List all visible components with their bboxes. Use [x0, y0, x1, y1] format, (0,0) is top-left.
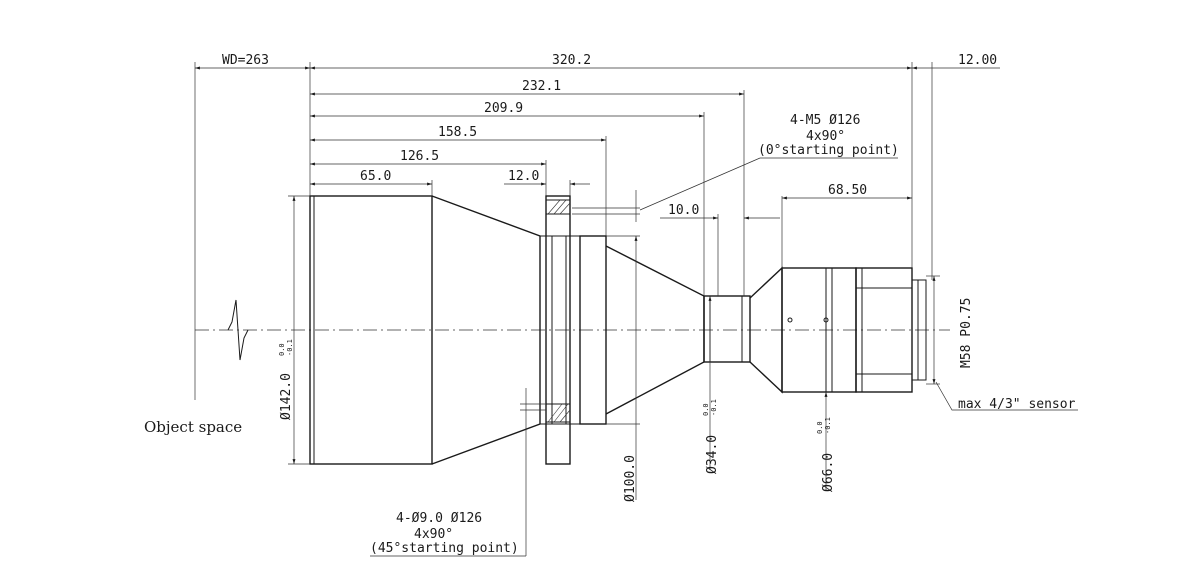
- object-space-label: Object space: [144, 418, 242, 436]
- thread-label: M58 P0.75: [959, 298, 974, 368]
- flange-section-top: [545, 199, 571, 215]
- dim-10: 10.0: [668, 203, 699, 218]
- top-note-line1: 4-M5 Ø126: [790, 113, 860, 128]
- wd-label: WD=263: [222, 53, 269, 68]
- dim-mount-length: 12.00: [958, 53, 997, 68]
- dim-12-flange: 12.0: [508, 169, 539, 184]
- dia-66-tol-hi: 0.0: [816, 421, 824, 434]
- sensor-note: max 4/3" sensor: [958, 397, 1076, 412]
- dia-66-tol-lo: -0.1: [824, 417, 832, 434]
- dim-158: 158.5: [438, 125, 477, 140]
- dia-100-label: Ø100.0: [623, 455, 638, 502]
- bottom-note-line3: (45°starting point): [370, 541, 519, 556]
- dia-142-tol-hi: 0.0: [278, 343, 286, 356]
- dia-66-label: Ø66.0: [821, 453, 836, 492]
- dim-68: 68.50: [828, 183, 867, 198]
- dimension-lines: [195, 66, 1078, 557]
- extension-lines: [194, 62, 940, 465]
- flange-section-bottom: [545, 403, 571, 423]
- dia-34-label: Ø34.0: [705, 435, 720, 474]
- bottom-note-line1: 4-Ø9.0 Ø126: [396, 511, 482, 526]
- dia-34-tol-hi: 0.0: [702, 403, 710, 416]
- dim-65: 65.0: [360, 169, 391, 184]
- dim-126: 126.5: [400, 149, 439, 164]
- dim-209: 209.9: [484, 101, 523, 116]
- top-note-line2: 4x90°: [806, 129, 845, 144]
- bottom-note-line2: 4x90°: [414, 527, 453, 542]
- dim-232: 232.1: [522, 79, 561, 94]
- axis-break-symbol: [227, 299, 249, 361]
- dia-34-tol-lo: -0.1: [710, 399, 718, 416]
- dia-142-tol-lo: -0.1: [286, 339, 294, 356]
- dim-total-length: 320.2: [552, 53, 591, 68]
- top-note-line3: (0°starting point): [758, 143, 899, 158]
- dia-142-label: Ø142.0: [279, 373, 294, 420]
